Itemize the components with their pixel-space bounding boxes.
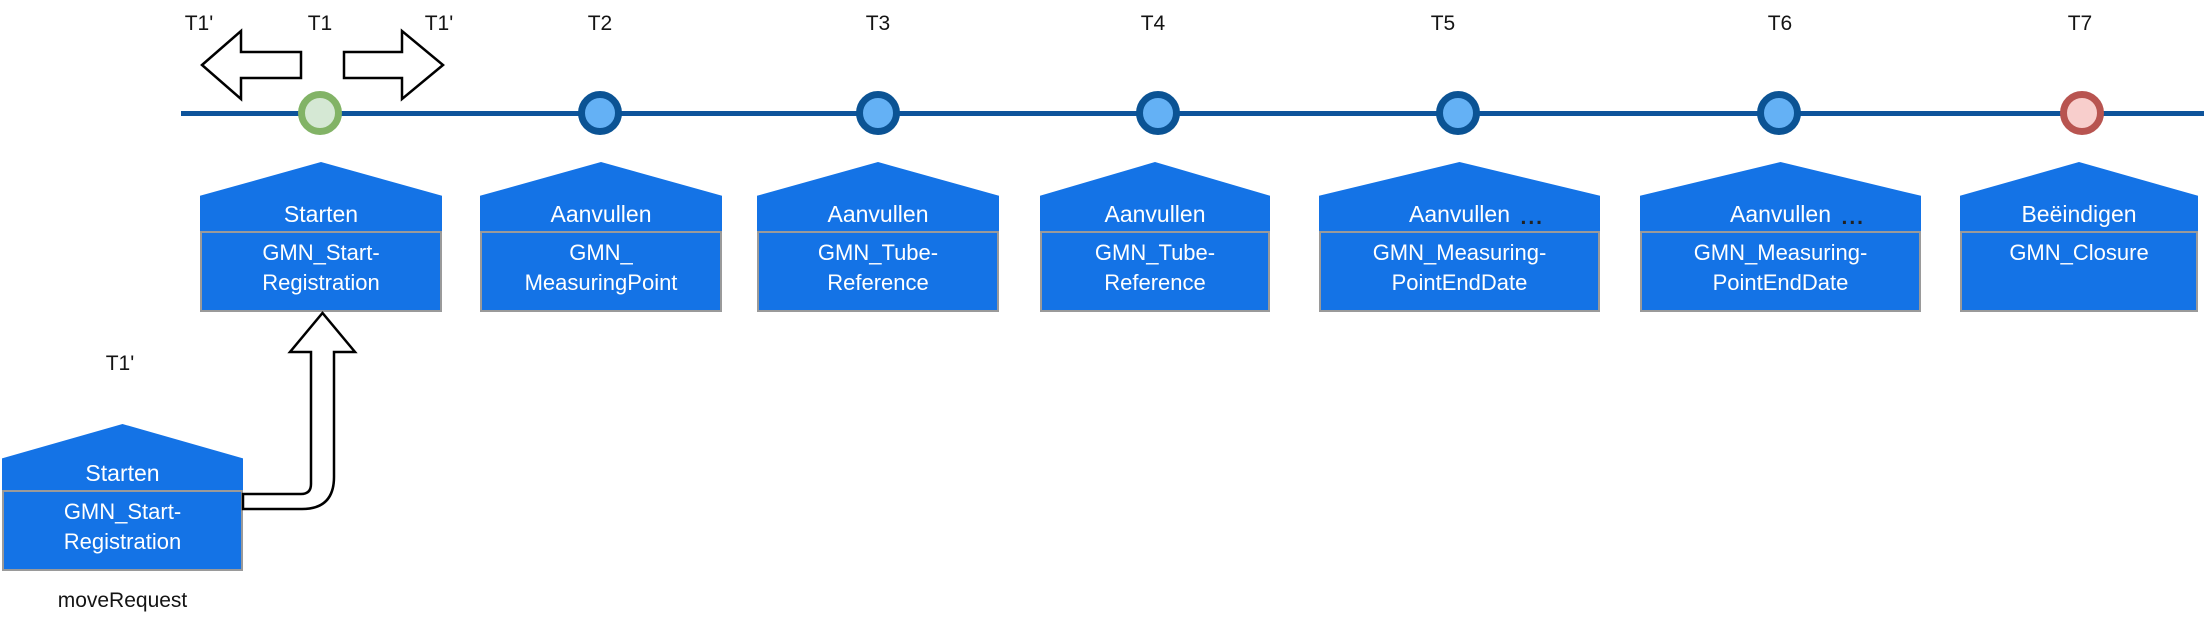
event-header: Aanvullen	[1408, 201, 1511, 227]
event-roof: Beëindigen	[1960, 162, 2198, 231]
event-box-t1: Starten GMN_Start- Registration	[200, 162, 442, 312]
event-box-t6: Aanvullen ... GMN_Measuring- PointEndDat…	[1640, 162, 1921, 312]
event-body: GMN_Start- Registration	[200, 231, 442, 312]
timeline-node-t5	[1436, 91, 1480, 135]
event-roof: Aanvullen ...	[1319, 162, 1600, 231]
move-left-arrow-icon	[200, 28, 303, 102]
label-t1-prime-move: T1'	[105, 352, 135, 375]
event-box-t7: Beëindigen GMN_Closure	[1960, 162, 2198, 312]
event-box-t2: Aanvullen GMN_ MeasuringPoint	[480, 162, 722, 312]
event-box-t4: Aanvullen GMN_Tube- Reference	[1040, 162, 1270, 312]
move-request-arrow	[241, 311, 358, 511]
label-t1-prime-left: T1'	[184, 12, 214, 35]
event-roof: Aanvullen	[480, 162, 722, 231]
event-body: GMN_Start- Registration	[2, 490, 243, 571]
event-header: Aanvullen	[1104, 201, 1206, 227]
event-roof: Aanvullen	[757, 162, 999, 231]
label-t6: T6	[1767, 12, 1793, 35]
event-box-t3: Aanvullen GMN_Tube- Reference	[757, 162, 999, 312]
event-roof: Aanvullen ...	[1640, 162, 1921, 231]
timeline-node-t7	[2060, 91, 2104, 135]
event-header: Aanvullen	[827, 201, 929, 227]
move-right-arrow-icon	[342, 28, 445, 102]
label-t4: T4	[1140, 12, 1166, 35]
event-body: GMN_Measuring- PointEndDate	[1640, 231, 1921, 312]
timeline-node-t3	[856, 91, 900, 135]
label-t1: T1	[307, 12, 333, 35]
move-request-caption: moveRequest	[57, 589, 188, 612]
event-roof: Aanvullen	[1040, 162, 1270, 231]
event-header: Aanvullen	[1729, 201, 1832, 227]
label-t7: T7	[2067, 12, 2093, 35]
label-t3: T3	[865, 12, 891, 35]
event-body: GMN_Closure	[1960, 231, 2198, 312]
ellipsis: ...	[1520, 206, 1544, 229]
event-body: GMN_Tube- Reference	[1040, 231, 1270, 312]
event-box-t5: Aanvullen ... GMN_Measuring- PointEndDat…	[1319, 162, 1600, 312]
event-roof: Starten	[2, 424, 243, 490]
timeline-node-t4	[1136, 91, 1180, 135]
label-t1-prime-right: T1'	[424, 12, 454, 35]
ellipsis: ...	[1841, 206, 1865, 229]
event-body: GMN_ MeasuringPoint	[480, 231, 722, 312]
label-t2: T2	[587, 12, 613, 35]
event-header: Starten	[85, 460, 160, 486]
timeline-line	[181, 111, 2204, 116]
label-t5: T5	[1430, 12, 1456, 35]
event-roof: Starten	[200, 162, 442, 231]
timeline-node-t6	[1757, 91, 1801, 135]
event-header: Starten	[283, 201, 359, 227]
event-body: GMN_Tube- Reference	[757, 231, 999, 312]
timeline-node-t1	[298, 91, 342, 135]
move-request-box: Starten GMN_Start- Registration	[2, 424, 243, 571]
event-header: Beëindigen	[2021, 201, 2137, 227]
event-body: GMN_Measuring- PointEndDate	[1319, 231, 1600, 312]
timeline-node-t2	[578, 91, 622, 135]
event-header: Aanvullen	[550, 201, 652, 227]
